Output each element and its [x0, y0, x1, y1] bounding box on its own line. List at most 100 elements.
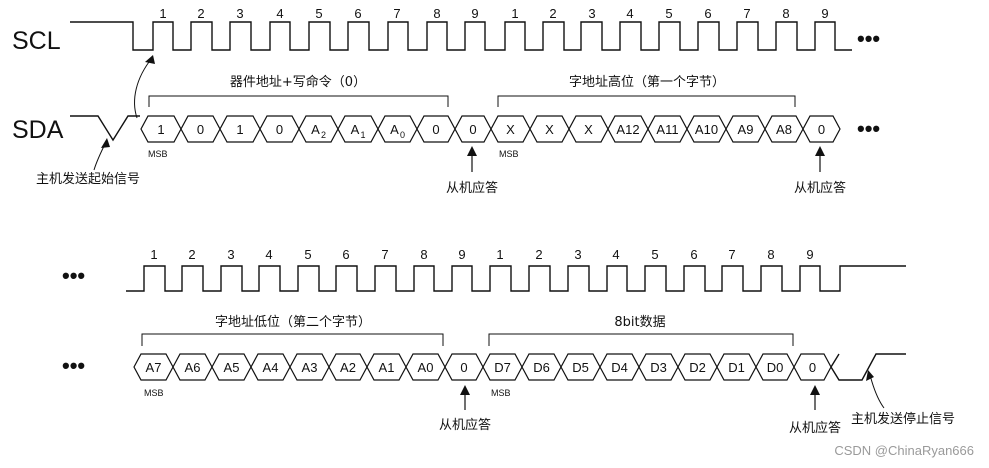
row2-bit-cell: A4 [250, 353, 291, 381]
row2-bit-cell-text: D6 [533, 360, 550, 375]
row2-bit-cell-text: A3 [302, 360, 318, 375]
row1-ack-cell: 0 [454, 115, 492, 143]
row1-clock-number: 2 [549, 6, 556, 21]
row2-ack-cell-text: 0 [460, 360, 467, 375]
byte1-label: 器件地址+写命令（0） [230, 74, 366, 90]
row1-bit-cell: A12 [607, 115, 649, 143]
row1-bit-cell-subscript: 2 [321, 130, 326, 140]
row2-bit-cell-text: D3 [650, 360, 667, 375]
row1-clock-number: 6 [704, 6, 711, 21]
row2-clock-number: 9 [806, 247, 813, 262]
row2-bit-cell-text: D0 [767, 360, 784, 375]
row1-bit-cell: A9 [725, 115, 766, 143]
row1-bit-cell-text: 1 [236, 122, 243, 137]
row2-bit-cell-text: A1 [379, 360, 395, 375]
row2-clock-number: 8 [420, 247, 427, 262]
row2-bit-cell: A5 [211, 353, 252, 381]
sda-stop-tail [830, 353, 906, 381]
row1-clock-number: 9 [471, 6, 478, 21]
byte2-brace [497, 95, 796, 107]
row1-ack-cell-text: 0 [469, 122, 476, 137]
byte3-label: 字地址低位（第二个字节） [215, 315, 371, 330]
row2-clock-number: 5 [304, 247, 311, 262]
row2-bit-cell: A2 [328, 353, 368, 381]
row1-bit-cell: A10 [686, 115, 727, 143]
start-signal-label: 主机发送起始信号 [36, 171, 140, 187]
row1-clock-number: 1 [511, 6, 518, 21]
row1-clock-number: 7 [743, 6, 750, 21]
ack4-label: 从机应答 [789, 420, 841, 436]
row2-bit-cell: A1 [366, 353, 407, 381]
row2-bit-cell: D5 [560, 353, 601, 381]
byte4-label: 8bit数据 [614, 315, 665, 330]
row2-clock-number: 1 [150, 247, 157, 262]
sda-signal-label: SDA [12, 116, 64, 144]
row1-bit-cell-subscript: 0 [400, 130, 405, 140]
row1-clock-number: 4 [276, 6, 283, 21]
byte2-label: 字地址高位（第一个字节） [569, 74, 725, 90]
row1-clock-number: 3 [236, 6, 243, 21]
row1-bit-cell-text: A9 [738, 122, 754, 137]
start-to-clock-arrow [134, 57, 153, 119]
row1-bit-cell-text: 1 [157, 122, 164, 137]
ack3-arrow-head [460, 385, 470, 395]
row1-bit-cell-text: A [390, 122, 399, 137]
row2-clock-number: 8 [767, 247, 774, 262]
stop-signal-arrow-head [866, 370, 874, 381]
row2-bit-cell: D7 [482, 353, 523, 381]
row1-clock-number: 2 [197, 6, 204, 21]
row2-bit-cell-text: D7 [494, 360, 511, 375]
row2-clock-number: 5 [651, 247, 658, 262]
row2-bit-cell-text: D5 [572, 360, 589, 375]
row1-bit-cell-text: 0 [276, 122, 283, 137]
scl-leading-dots-row2: ••• [62, 263, 85, 288]
row2-bit-cell: A7 [133, 353, 174, 381]
row2-bit-cell: D6 [521, 353, 562, 381]
msb-label-byte1: MSB [148, 149, 168, 159]
scl-waveform-row2 [126, 265, 906, 292]
row2-clock-number: 7 [381, 247, 388, 262]
row1-bit-cell: X [490, 115, 531, 143]
row2-bit-cell: D1 [716, 353, 757, 381]
row2-clock-number: 7 [728, 247, 735, 262]
row2-bit-cell: D2 [677, 353, 718, 381]
row2-bit-cell-text: A4 [263, 360, 279, 375]
row1-clock-number: 5 [665, 6, 672, 21]
ack4-arrow-head [810, 385, 820, 395]
ack3-label: 从机应答 [439, 417, 491, 433]
row1-clock-number: 9 [821, 6, 828, 21]
row1-bit-cell-text: A12 [616, 122, 639, 137]
stop-signal-arrow [869, 374, 885, 409]
row2-clock-number: 6 [690, 247, 697, 262]
byte4-brace [488, 333, 794, 346]
byte3-brace [141, 333, 444, 346]
row2-bit-cell: A0 [405, 353, 446, 381]
row1-clock-number: 8 [782, 6, 789, 21]
start-signal-arrow-head [101, 138, 110, 148]
row1-bit-cell: 0 [416, 115, 456, 143]
row1-bit-cell: 0 [259, 115, 300, 143]
msb-label-byte4: MSB [491, 388, 511, 398]
row1-bit-cell-text: A8 [776, 122, 792, 137]
row1-bit-cell: X [529, 115, 570, 143]
sda-idle-start [70, 115, 140, 142]
stop-signal-label: 主机发送停止信号 [851, 411, 955, 427]
row2-bit-cell-text: D4 [611, 360, 628, 375]
row2-ack-cell: 0 [444, 353, 484, 381]
row2-bit-cell-text: A0 [418, 360, 434, 375]
row2-clock-number: 2 [535, 247, 542, 262]
row1-bit-cell: 1 [219, 115, 261, 143]
row2-bit-cell-text: D1 [728, 360, 745, 375]
ack2-arrow-head [815, 146, 825, 156]
msb-label-byte2: MSB [499, 149, 519, 159]
row2-bit-cell-text: A7 [146, 360, 162, 375]
row1-clock-number: 3 [588, 6, 595, 21]
ack2-label: 从机应答 [794, 180, 846, 196]
row1-bit-cell-text: X [506, 122, 515, 137]
scl-signal-label: SCL [12, 27, 61, 55]
